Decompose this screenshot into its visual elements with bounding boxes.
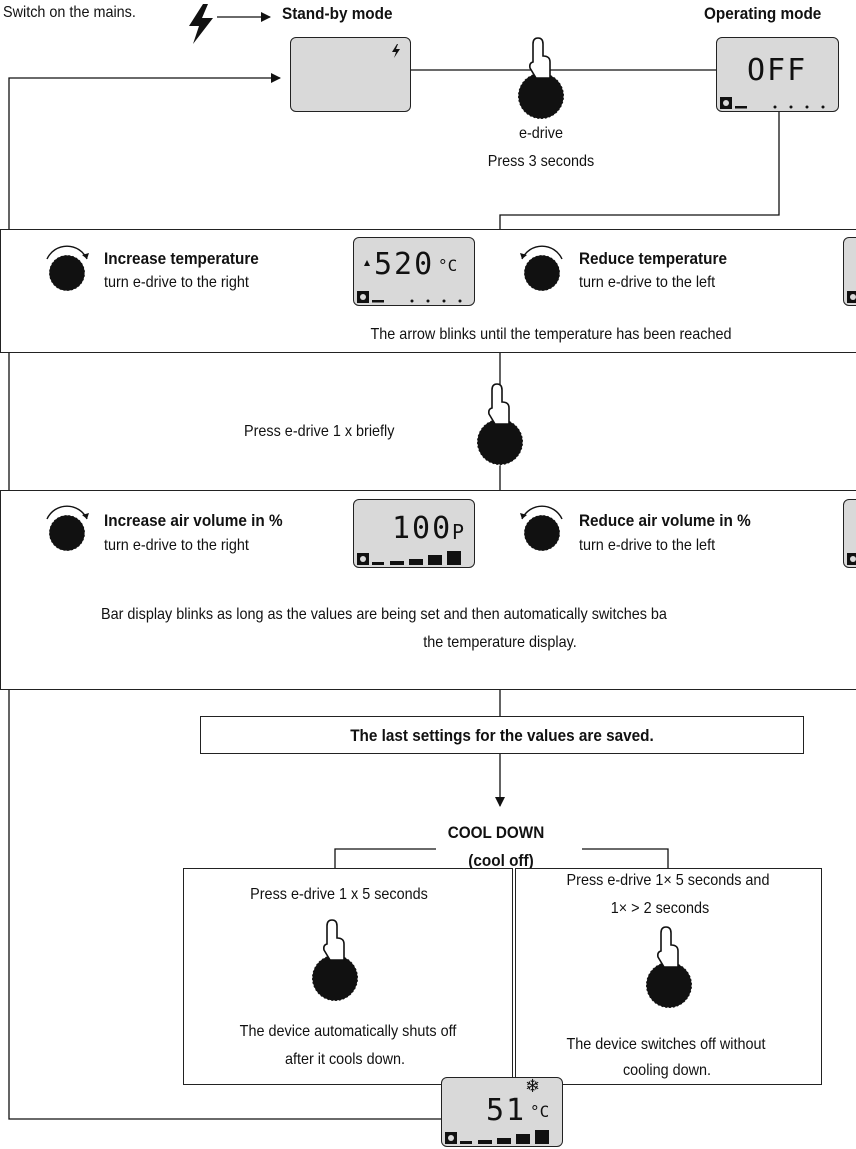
operating-display: OFF [716, 37, 839, 112]
air-note-line1: Bar display blinks as long as the values… [101, 606, 667, 623]
reduce-temp-sub: turn e-drive to the left [579, 274, 716, 291]
knob-rotate-left-icon [520, 505, 563, 552]
right-result-line1: The device switches off without [566, 1036, 766, 1053]
fan-icon [357, 291, 369, 303]
fan-icon [847, 291, 856, 303]
press-brief-label: Press e-drive 1 x briefly [244, 423, 395, 440]
air-display-clipped [843, 499, 856, 568]
temperature-display: 520 °C [353, 237, 475, 306]
fan-icon [847, 553, 856, 565]
edrive-press-label: Press 3 seconds [487, 153, 595, 170]
cooldown-display-value: 51 [486, 1093, 527, 1128]
temp-display-unit: °C [438, 256, 458, 275]
air-level-bars [372, 551, 461, 565]
fan-icon [357, 553, 369, 565]
standby-display [290, 37, 411, 112]
edrive-label: e-drive [518, 125, 564, 142]
air-display: 100 P [353, 499, 475, 568]
knob-rotate-right-icon [46, 505, 89, 552]
knob-rotate-left-icon [520, 245, 563, 292]
reduce-air-title: Reduce air volume in % [579, 511, 751, 530]
temp-display-value: 520 [374, 247, 435, 282]
increase-air-sub: turn e-drive to the right [104, 537, 249, 554]
cooldown-display-unit: °C [530, 1102, 550, 1121]
temp-up-arrow [364, 260, 370, 266]
lightning-icon [189, 4, 213, 44]
hand-press-icon [645, 926, 693, 1009]
left-result-line1: The device automatically shuts off [239, 1023, 457, 1040]
air-display-value: 100 [392, 511, 453, 546]
left-instruction: Press e-drive 1 x 5 seconds [250, 886, 428, 903]
increase-air-title: Increase air volume in % [104, 511, 283, 530]
operating-label: Operating mode [704, 4, 822, 23]
line-operating-temp [499, 112, 780, 229]
left-result-line2: after it cools down. [284, 1051, 406, 1068]
hand-press-icon [517, 37, 565, 120]
reduce-air-sub: turn e-drive to the left [579, 537, 716, 554]
operating-display-value: OFF [747, 53, 808, 88]
cooldown-subtitle: (cool off) [468, 851, 534, 870]
fan-icon [445, 1132, 457, 1144]
cooldown-display: ❄ 51 °C [441, 1077, 563, 1147]
branch-left [334, 848, 436, 868]
cooldown-title: COOL DOWN [447, 823, 545, 842]
reduce-temp-title: Reduce temperature [579, 249, 727, 268]
right-result-line2: cooling down. [622, 1062, 712, 1079]
standby-label: Stand-by mode [282, 4, 393, 23]
fan-icon [720, 97, 732, 109]
knob-rotate-right-icon [46, 245, 89, 292]
air-note-line2: the temperature display. [423, 634, 577, 651]
saved-box [200, 716, 804, 754]
level-dots [372, 299, 462, 303]
increase-temp-title: Increase temperature [104, 249, 259, 268]
hand-press-icon [311, 919, 359, 1002]
right-instruction-line1: Press e-drive 1× 5 seconds and [566, 872, 770, 889]
saved-label: The last settings for the values are sav… [350, 726, 654, 745]
temperature-display-clipped [843, 237, 856, 306]
temp-note: The arrow blinks until the temperature h… [370, 326, 732, 343]
standby-lightning-icon [392, 44, 400, 58]
right-instruction-line2: 1× > 2 seconds [610, 900, 710, 917]
cooldown-level-bars [460, 1130, 549, 1144]
hand-press-icon [476, 383, 524, 466]
increase-temp-sub: turn e-drive to the right [104, 274, 249, 291]
level-dots [735, 105, 825, 109]
air-display-unit: P [452, 520, 465, 544]
snowflake-icon: ❄ [525, 1077, 541, 1097]
mains-label: Switch on the mains. [3, 4, 136, 21]
branch-right [582, 848, 669, 868]
